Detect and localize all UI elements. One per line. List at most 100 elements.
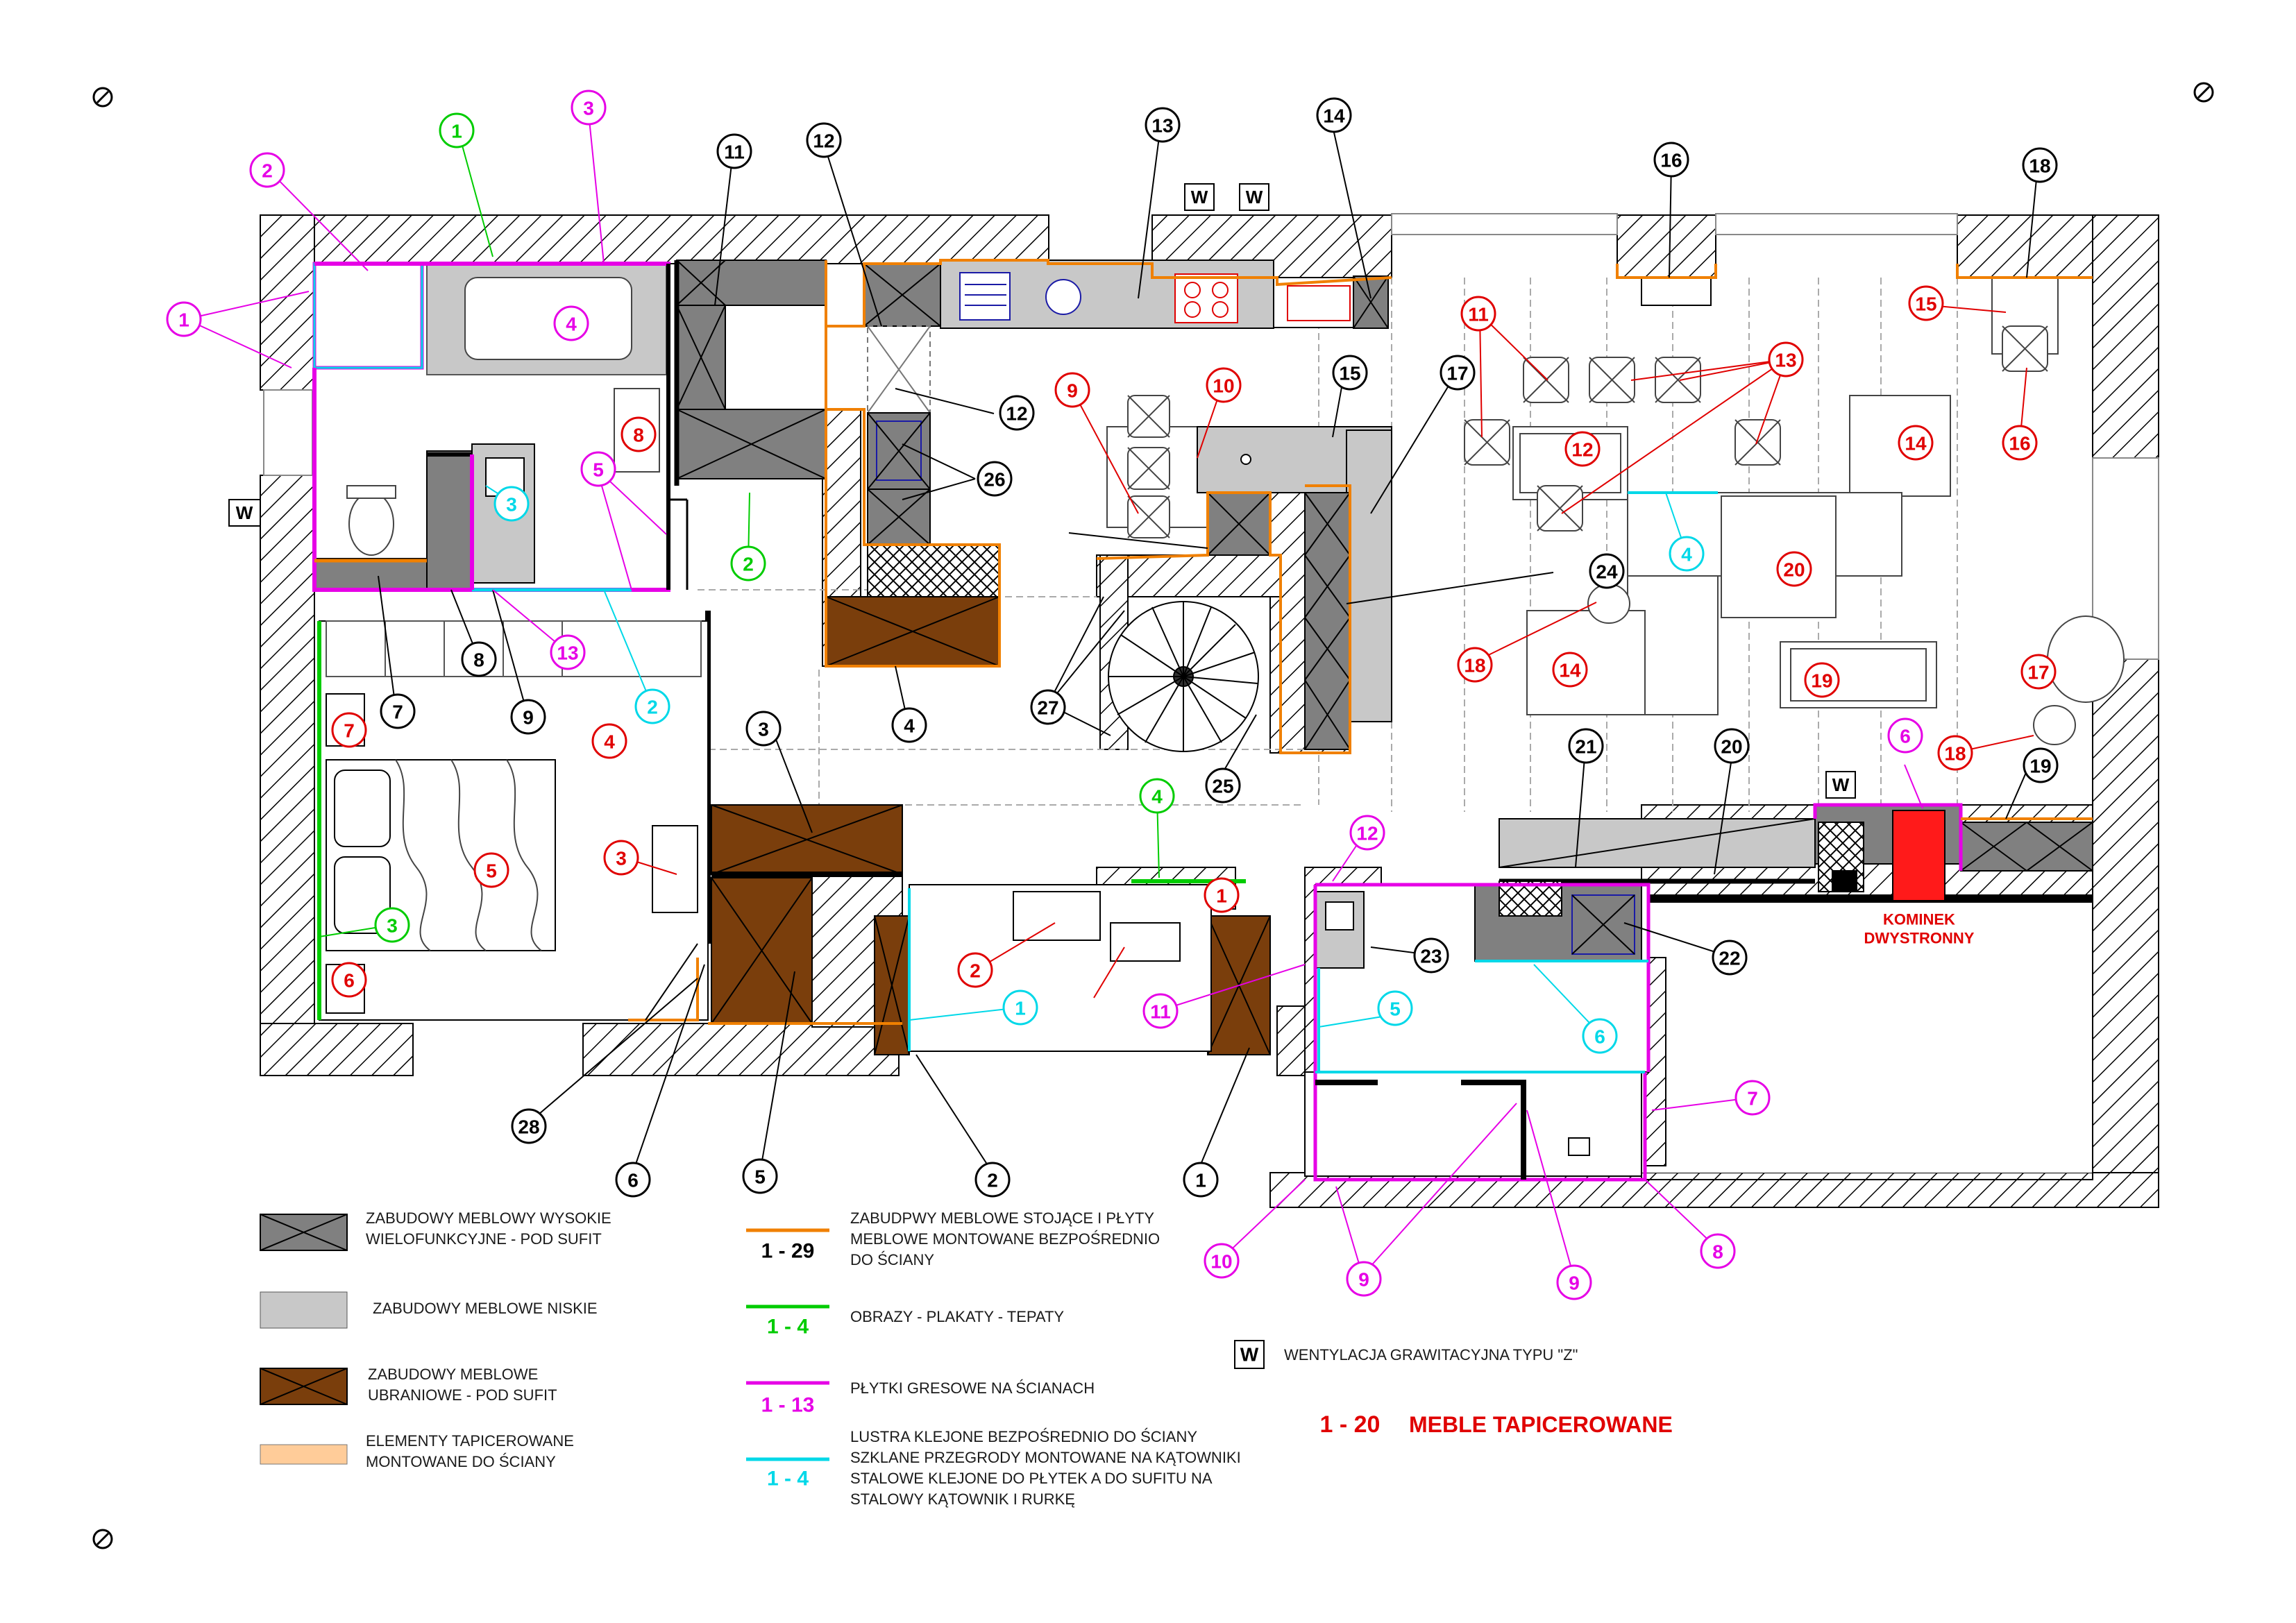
legend-low-line1: ZABUDOWY MEBLOWE NISKIE	[373, 1300, 598, 1317]
legend-upholstered-line1: ELEMENTY TAPICEROWANE	[366, 1432, 574, 1450]
callout-label-black: 14	[1323, 105, 1345, 127]
legend-mirrors-line3: STALOWE KLEJONE DO PŁYTEK A DO SUFITU NA	[850, 1470, 1213, 1487]
callout-label-cyan: 6	[1594, 1026, 1605, 1048]
callout-circle-black	[1568, 728, 1604, 764]
callout-label-black: 28	[518, 1116, 539, 1138]
callout-circle-black	[1653, 142, 1689, 178]
callout-label-black: 17	[1446, 363, 1468, 384]
callout-label-black: 12	[813, 130, 834, 152]
top-right-fixtures	[1616, 264, 2093, 306]
callout-circle-black	[1440, 355, 1476, 391]
callout-label-black: 1	[1195, 1170, 1206, 1191]
callout-label-magenta: 6	[1900, 726, 1911, 747]
callout-circle-black	[380, 693, 416, 729]
callout-label-cyan: 4	[1681, 544, 1692, 566]
callout-circle-black	[891, 707, 927, 743]
callout-label-red: 7	[344, 720, 355, 742]
callout-circle-red	[957, 952, 993, 988]
callout-label-black: 5	[754, 1166, 766, 1188]
callout-label-red: 11	[1468, 304, 1489, 325]
callout-circle-cyan	[1002, 989, 1038, 1026]
callout-circle-black	[742, 1158, 778, 1194]
fireplace-label-line2: DWYSTRONNY	[1864, 930, 1975, 947]
legend-tiles-line1: PŁYTKI GRESOWE NA ŚCIANACH	[850, 1379, 1095, 1397]
callout-label-red: 20	[1783, 559, 1805, 581]
legend-swatch-low	[260, 1291, 348, 1329]
callout-circle-green	[730, 545, 766, 581]
callout-label-black: 23	[1420, 946, 1442, 967]
callout-circle-black	[510, 699, 546, 735]
legend-wardrobe-line2: UBRANIOWE - POD SUFIT	[368, 1386, 557, 1404]
legend-range-pictures: 1 - 4	[767, 1316, 809, 1339]
callout-label-black: 19	[2029, 756, 2051, 777]
callout-label-magenta: 9	[1358, 1269, 1369, 1291]
callout-label-magenta: 12	[1356, 823, 1378, 844]
ventilation-symbol: W	[236, 502, 253, 523]
kitchen-island	[1096, 426, 1392, 754]
callout-label-red: 8	[633, 425, 644, 446]
fireplace-label-line1: KOMINEK	[1883, 911, 1955, 928]
callout-label-black: 18	[2029, 155, 2050, 177]
callout-label-black: 15	[1339, 363, 1360, 384]
callout-label-black: 2	[987, 1170, 998, 1191]
callout-label-red: 5	[486, 860, 497, 882]
callout-circle-black	[1332, 355, 1368, 391]
callout-circle-black	[974, 1162, 1011, 1198]
callout-label-black: 25	[1212, 776, 1233, 797]
kitchen	[826, 259, 1392, 414]
callout-label-red: 17	[2027, 662, 2049, 683]
callout-label-magenta: 4	[566, 314, 577, 335]
callout-circle-magenta	[1349, 815, 1385, 851]
callout-circle-black	[1205, 767, 1241, 804]
ventilation-markers	[228, 183, 1856, 799]
legend-ventilation-text: WENTYLACJA GRAWITACYJNA TYPU "Z"	[1284, 1346, 1578, 1363]
callout-circle-red	[1768, 341, 1804, 377]
callout-label-green: 3	[387, 915, 398, 937]
callout-circle-magenta	[249, 152, 285, 188]
pantry	[825, 408, 1001, 668]
callout-label-cyan: 2	[647, 697, 658, 718]
callout-circle-red	[2002, 425, 2038, 461]
callout-label-black: 12	[1006, 403, 1027, 425]
callout-label-magenta: 9	[1569, 1273, 1580, 1294]
callout-circle-black	[999, 395, 1035, 431]
legend-cabinets-line1: ZABUDPWY MEBLOWE STOJĄCE I PŁYTY	[850, 1209, 1154, 1227]
callout-circle-green	[374, 907, 410, 943]
legend-upholstered-line2: MONTOWANE DO ŚCIANY	[366, 1453, 556, 1470]
legend-pictures-line1: OBRAZY - PLAKATY - TEPATY	[850, 1308, 1064, 1325]
callout-label-red: 14	[1559, 660, 1581, 681]
callout-circle-magenta	[1142, 993, 1179, 1029]
fireplace-wall	[1499, 803, 2093, 901]
callout-circle-cyan	[1582, 1018, 1618, 1054]
callout-label-magenta: 5	[593, 459, 604, 481]
ventilation-symbol: W	[1246, 187, 1263, 207]
callout-label-red: 4	[604, 731, 615, 753]
callout-circle-red	[473, 852, 509, 888]
tall-cabinets-center	[674, 260, 827, 486]
callout-circle-red	[1776, 551, 1812, 587]
callout-label-black: 26	[984, 469, 1005, 491]
callout-label-red: 10	[1213, 375, 1234, 397]
spiral-staircase	[1108, 601, 1259, 752]
callout-circle-red	[1804, 662, 1840, 698]
legend-cabinets-line2: MEBLOWE MONTOWANE BEZPOŚREDNIO	[850, 1230, 1160, 1248]
callout-circle-black	[1183, 1162, 1219, 1198]
callout-circle-black	[511, 1108, 547, 1144]
callout-circle-magenta	[580, 451, 616, 487]
callout-label-magenta: 13	[557, 643, 578, 664]
callout-circle-black	[1413, 937, 1449, 974]
dining-table	[1106, 395, 1208, 538]
legend-tall-line2: WIELOFUNKCYJNE - POD SUFIT	[366, 1230, 602, 1248]
callout-label-black: 20	[1721, 736, 1742, 758]
callout-circle-green	[439, 112, 475, 148]
callout-circle-red	[1054, 372, 1090, 408]
legend-upholstered-range: 1 - 20	[1320, 1411, 1381, 1438]
callout-label-black: 3	[758, 719, 769, 740]
callout-label-red: 3	[616, 848, 627, 869]
callout-label-magenta: 2	[262, 160, 273, 182]
callout-label-magenta: 8	[1712, 1241, 1723, 1263]
callout-circle-black	[1589, 553, 1625, 589]
legend-range-tiles: 1 - 13	[761, 1394, 815, 1417]
callout-label-red: 12	[1571, 439, 1593, 461]
callout-label-red: 9	[1067, 380, 1078, 402]
